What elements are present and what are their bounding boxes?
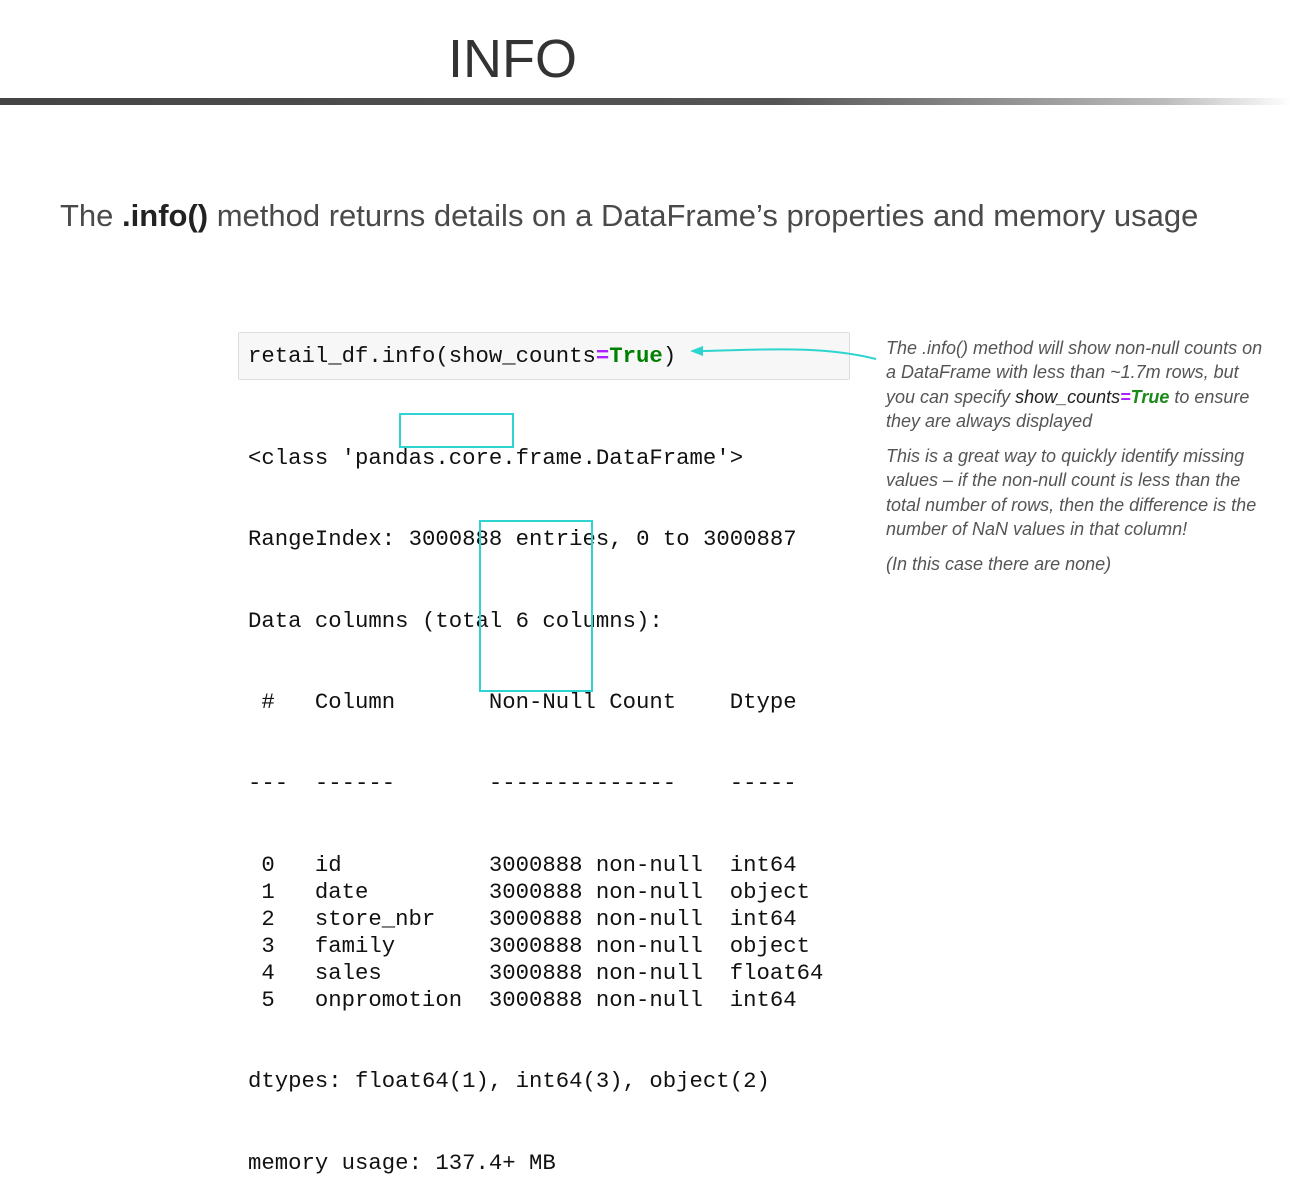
row-non-null: non-null [595,932,703,959]
row-index: 3 [261,932,275,959]
range-count-highlight [399,413,514,448]
non-null-count-highlight [479,520,593,692]
row-dtype: float64 [729,959,824,986]
row-dtype: int64 [729,987,797,1014]
note-paragraph-1: The .info() method will show non-null co… [886,336,1266,433]
output-class-line: <class 'pandas.core.frame.DataFrame'> [248,445,744,472]
table-row: 0 id 3000888 non-null int64 [248,852,868,879]
row-column-name: date [314,878,369,905]
code-operator: = [595,343,610,369]
output-range-line: RangeIndex: 3000888 entries, 0 to 300088… [248,526,868,553]
note-text: to ensure they are always displayed [886,386,1250,431]
row-count: 3000888 [488,959,583,986]
row-count: 3000888 [488,905,583,932]
row-non-null: non-null [595,987,703,1014]
code-cell: retail_df.info(show_counts=True) [238,332,850,380]
slide-subtitle: The .info() method returns details on a … [60,198,1198,234]
header-num: # [261,689,275,716]
header-count: Non-Null Count [488,689,677,716]
row-index: 2 [261,905,275,932]
row-column-name: store_nbr [314,905,436,932]
range-label: RangeIndex: [248,526,409,553]
row-dtype: int64 [729,905,797,932]
table-row: 1 date 3000888 non-null object [248,879,868,906]
sep-num: --- [248,770,289,797]
header-column: Column [314,689,396,716]
sep-column: ------ [314,770,396,797]
code-keyword: True [609,343,663,369]
table-row: 2 store_nbr 3000888 non-null int64 [248,906,868,933]
row-dtype: int64 [729,851,797,878]
row-index: 1 [261,878,275,905]
output-separator-row: --- ------ -------------- ----- [248,770,868,797]
note-value: True [1130,386,1170,407]
subtitle-method: .info() [122,198,209,233]
code-text: retail_df.info(show_counts [248,343,596,369]
note-param: show_counts [1015,386,1121,407]
row-count: 3000888 [488,987,583,1014]
output-data-columns: Data columns (total 6 columns): [248,607,663,634]
info-output: <class 'pandas.core.frame.DataFrame'> Ra… [248,391,868,1204]
subtitle-text: The [60,198,123,233]
range-count: 3000888 [408,526,503,553]
row-count: 3000888 [488,878,583,905]
row-non-null: non-null [595,905,703,932]
row-index: 4 [261,959,275,986]
title-divider [0,98,1292,105]
subtitle-text: method returns details on a DataFrame’s … [208,198,1199,233]
row-index: 0 [261,851,275,878]
row-non-null: non-null [595,878,703,905]
slide-title: INFO [448,29,577,89]
row-count: 3000888 [488,932,583,959]
range-rest: entries, 0 to 3000887 [515,526,797,553]
note-text: The .info() method will show non-null co… [886,338,1263,407]
arrow-annotation [690,346,877,360]
note-operator: = [1120,386,1131,407]
row-index: 5 [261,987,275,1014]
output-dtypes-line: dtypes: float64(1), int64(3), object(2) [248,1068,770,1095]
output-memory-line: memory usage: 137.4+ MB [248,1149,556,1176]
side-note: The .info() method will show non-null co… [886,336,1266,588]
code-text: ) [662,343,677,369]
table-row: 3 family 3000888 non-null object [248,933,868,960]
table-row: 5 onpromotion 3000888 non-null int64 [248,987,868,1014]
row-dtype: object [729,878,810,905]
output-header-row: # Column Non-Null Count Dtype [248,689,868,716]
row-non-null: non-null [595,851,703,878]
row-count: 3000888 [488,851,583,878]
header-dtype: Dtype [729,689,797,716]
row-column-name: onpromotion [314,987,463,1014]
row-non-null: non-null [595,959,703,986]
row-dtype: object [729,932,810,959]
note-paragraph-3: (In this case there are none) [886,554,1112,575]
row-column-name: family [314,932,396,959]
sep-dtype: ----- [729,770,797,797]
row-column-name: sales [314,959,382,986]
note-paragraph-2: This is a great way to quickly identify … [886,446,1257,540]
code-line: retail_df.info(show_counts=True) [248,343,676,369]
row-column-name: id [314,851,342,878]
table-row: 4 sales 3000888 non-null float64 [248,960,868,987]
sep-count: -------------- [488,770,677,797]
